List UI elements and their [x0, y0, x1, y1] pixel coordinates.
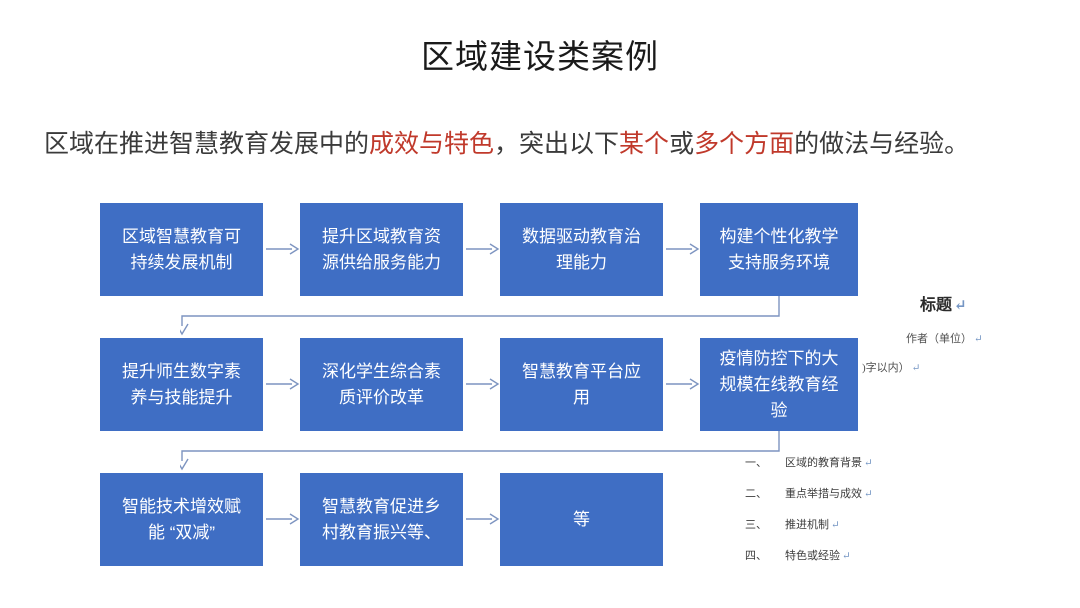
subtitle-part-3: 或 [669, 131, 695, 158]
arrow-r2c2-to-r2c3 [466, 377, 500, 391]
pilcrow-icon: ↵ [974, 334, 983, 345]
pilcrow-icon: ↵ [864, 458, 873, 469]
template-author-text: 作者（单位） [906, 333, 972, 345]
template-list-item-3-text: 推进机制 [785, 519, 829, 531]
arrow-r3c2-to-r3c3 [466, 512, 500, 526]
template-list-item-3: 三、 推进机制↵ [745, 516, 840, 532]
template-author: 作者（单位）↵ [906, 330, 983, 346]
template-list-item-1: 一、 区域的教育背景↵ [745, 454, 873, 470]
flow-box-r2c1-line2: 养与技能提升 [130, 387, 233, 407]
elbow-connector-row1-to-row2 [180, 296, 780, 338]
template-list-item-1-text: 区域的教育背景 [785, 457, 862, 469]
template-list-item-2-text: 重点举措与成效 [785, 488, 862, 500]
flow-box-r2c4-line1: 疫情防控下的大 [719, 348, 839, 368]
template-list-item-2: 二、 重点举措与成效↵ [745, 485, 873, 501]
template-list-item-2-number: 二、 [745, 488, 767, 500]
flow-box-r1c1[interactable]: 区域智慧教育可 持续发展机制 [100, 203, 263, 296]
flow-box-r1c1-line2: 持续发展机制 [130, 252, 233, 272]
template-list-item-4-text: 特色或经验 [785, 550, 840, 562]
flow-box-r3c1-line2: 能 “双减” [147, 522, 216, 542]
pilcrow-icon: ↵ [831, 520, 840, 531]
template-word-limit: )字以内）↵ [862, 359, 920, 375]
arrow-r1c1-to-r1c2 [266, 242, 300, 256]
template-list-item-4-number: 四、 [745, 550, 767, 562]
flow-box-r3c1[interactable]: 智能技术增效赋 能 “双减” [100, 473, 263, 566]
subtitle-line: 区域在推进智慧教育发展中的成效与特色，突出以下某个或多个方面的做法与经验。 [44, 127, 1044, 163]
template-list-item-3-number: 三、 [745, 519, 767, 531]
flow-box-r1c3-line2: 理能力 [556, 252, 607, 272]
flow-box-r3c2[interactable]: 智慧教育促进乡 村教育振兴等、 [300, 473, 463, 566]
flow-box-r1c4-line2: 支持服务环境 [728, 252, 830, 272]
flow-box-r2c4-line3: 验 [770, 400, 788, 420]
flow-box-r2c1[interactable]: 提升师生数字素 养与技能提升 [100, 338, 263, 431]
flow-box-r2c3[interactable]: 智慧教育平台应 用 [500, 338, 663, 431]
subtitle-part-1: 区域在推进智慧教育发展中的 [44, 131, 370, 158]
template-list-item-1-number: 一、 [745, 457, 767, 469]
subtitle-part-4: 的做法与经验。 [794, 131, 970, 158]
flow-box-r1c3[interactable]: 数据驱动教育治 理能力 [500, 203, 663, 296]
arrow-r1c2-to-r1c3 [466, 242, 500, 256]
pilcrow-icon: ↵ [842, 551, 851, 562]
flow-box-r1c4[interactable]: 构建个性化教学 支持服务环境 [700, 203, 858, 296]
arrow-r2c1-to-r2c2 [266, 377, 300, 391]
pilcrow-icon: ↵ [911, 363, 921, 374]
pilcrow-icon: ↵ [954, 297, 967, 314]
arrow-r2c3-to-r2c4 [666, 377, 700, 391]
flow-box-r1c2[interactable]: 提升区域教育资 源供给服务能力 [300, 203, 463, 296]
arrow-r3c1-to-r3c2 [266, 512, 300, 526]
flow-box-r2c3-line1: 智慧教育平台应 [522, 361, 641, 381]
flow-box-r1c2-line1: 提升区域教育资 [322, 226, 441, 246]
flow-box-r2c2[interactable]: 深化学生综合素 质评价改革 [300, 338, 463, 431]
elbow-connector-row2-to-row3 [180, 431, 780, 473]
flow-box-r2c2-line1: 深化学生综合素 [322, 361, 441, 381]
subtitle-part-2: ，突出以下 [494, 131, 620, 158]
subtitle-highlight-1: 成效与特色 [369, 131, 495, 158]
flow-box-r3c3[interactable]: 等 [500, 473, 663, 566]
flow-box-r3c3-label: 等 [573, 509, 590, 529]
template-list-item-4: 四、 特色或经验↵ [745, 547, 851, 563]
flow-box-r2c4[interactable]: 疫情防控下的大 规模在线教育经 验 [700, 338, 858, 431]
flow-box-r1c1-line1: 区域智慧教育可 [122, 226, 241, 246]
page-title: 区域建设类案例 [421, 40, 659, 76]
flow-box-r1c4-line1: 构建个性化教学 [719, 226, 839, 246]
flow-box-r2c4-line2: 规模在线教育经 [719, 374, 839, 394]
template-heading: 标题↵ [920, 291, 967, 315]
subtitle-highlight-3: 多个方面 [694, 131, 795, 158]
flow-box-r2c2-line2: 质评价改革 [339, 387, 424, 407]
flow-box-r1c2-line2: 源供给服务能力 [322, 252, 441, 272]
flow-box-r1c3-line1: 数据驱动教育治 [522, 226, 641, 246]
flow-box-r2c3-line2: 用 [573, 387, 590, 407]
flow-box-r3c2-line1: 智慧教育促进乡 [322, 496, 441, 516]
arrow-r1c3-to-r1c4 [666, 242, 700, 256]
subtitle-highlight-2: 某个 [619, 131, 670, 158]
template-heading-text: 标题 [920, 297, 953, 314]
pilcrow-icon: ↵ [864, 489, 873, 500]
template-word-limit-text: )字以内） [862, 362, 910, 374]
flow-box-r3c2-line2: 村教育振兴等、 [322, 522, 441, 542]
flow-box-r3c1-line1: 智能技术增效赋 [122, 496, 241, 516]
flow-box-r2c1-line1: 提升师生数字素 [122, 361, 241, 381]
